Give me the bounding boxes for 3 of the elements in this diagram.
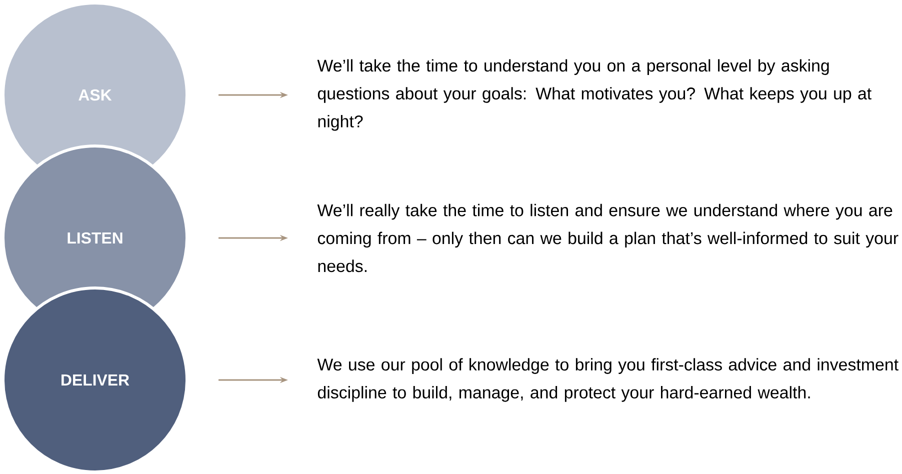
description-text: We’ll take the time to understand you on a personal level by asking questions about your goals: What motivates you? What keeps you up at night? [317, 59, 872, 131]
description-text: We use our pool of knowledge to bring you first-class advice and investment discipline to build, manage, and protect your hard-earned wealth. [317, 358, 898, 402]
description-text: We’ll really take the time to listen and ensure we understand where you are coming from – only then can we build a plan that’s well-informed to suit your needs. [317, 204, 898, 272]
